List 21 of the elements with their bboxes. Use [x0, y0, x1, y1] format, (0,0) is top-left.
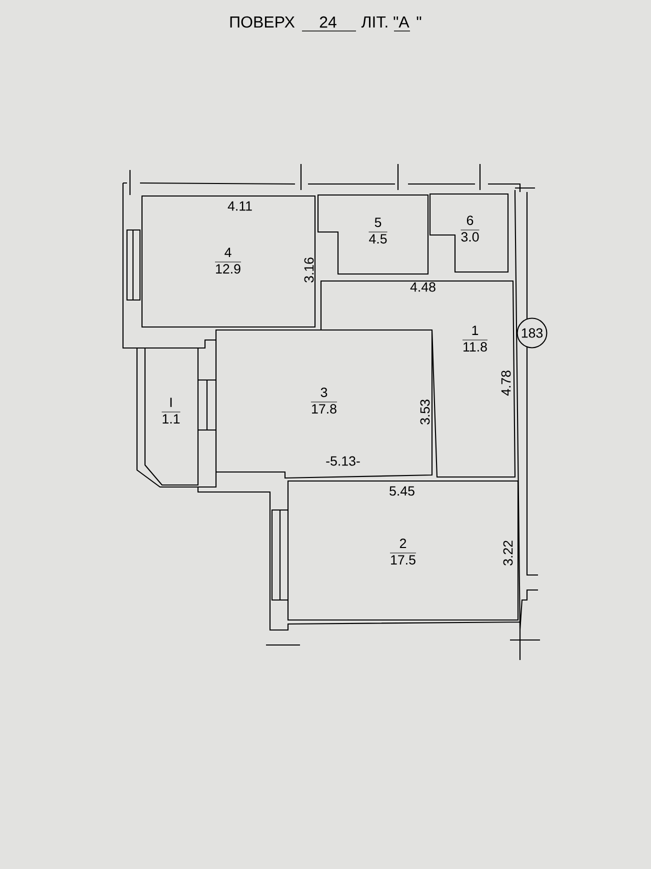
room: 2 17.5 — [390, 538, 416, 565]
room: I 1.1 — [161, 398, 181, 424]
room: 3 17.8 — [310, 388, 338, 414]
title-value: 24 — [320, 16, 336, 28]
dimension-text: 3.16 — [304, 258, 314, 282]
dimension-text: -5.13- — [326, 456, 360, 466]
title-text: ЛІТ. " — [361, 16, 398, 28]
title: ПОВЕРХ — [230, 16, 295, 28]
room: 4 12.9 — [214, 248, 242, 274]
dimension-text: 3.22 — [503, 540, 513, 566]
dimension-text: 4.78 — [501, 370, 511, 396]
dimension-text: 5.45 — [390, 486, 414, 496]
title-text: " — [416, 16, 422, 20]
dimension-text: 4.11 — [228, 201, 252, 211]
room: 5 4.5 — [368, 218, 388, 244]
room: 6 3.0 — [460, 216, 480, 242]
title-value: А — [398, 16, 410, 28]
circled-number: 183 — [516, 318, 548, 348]
dimension-text: 3.53 — [420, 400, 430, 424]
dimension-text: 4.48 — [410, 282, 436, 292]
room: 1 11.8 — [462, 326, 488, 352]
